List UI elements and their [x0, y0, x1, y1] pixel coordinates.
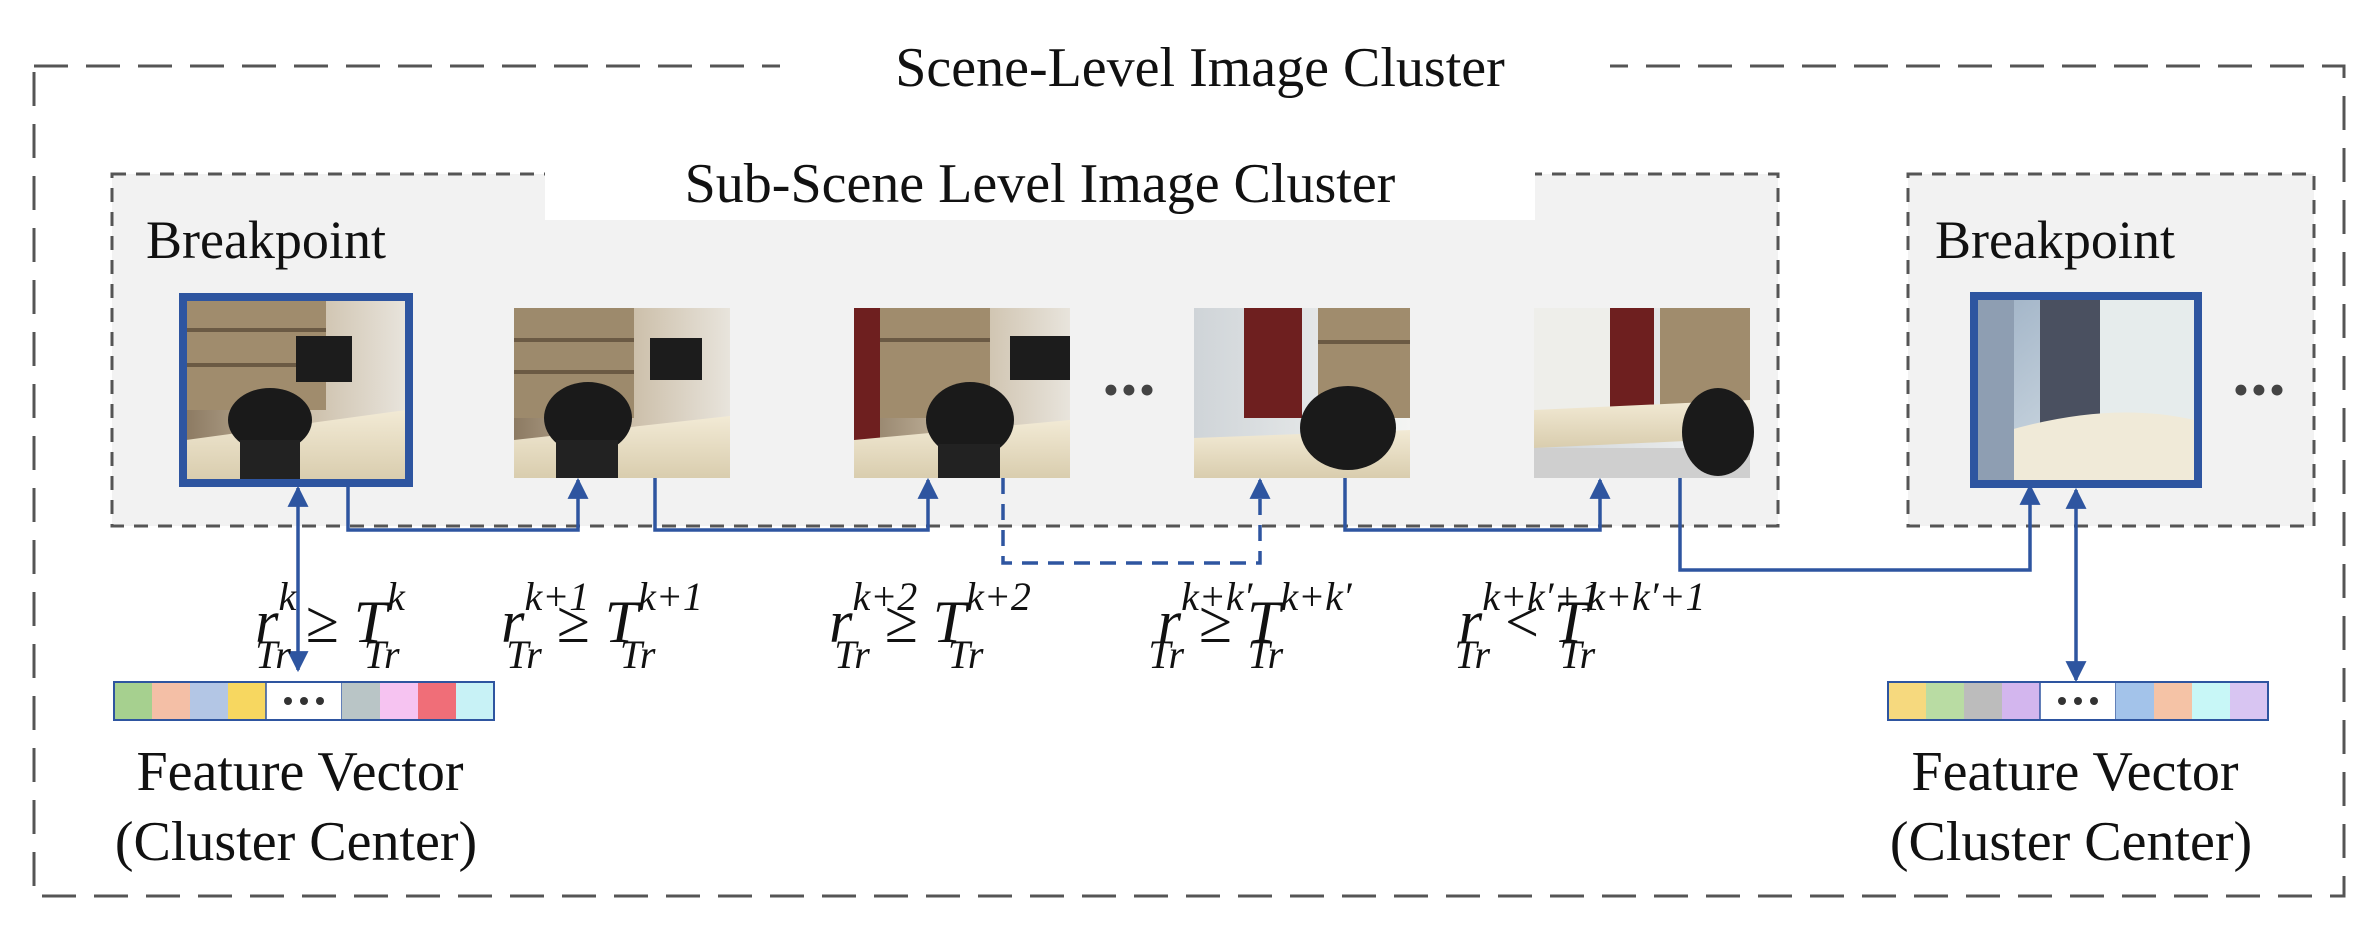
sub-scene-title-bg	[545, 144, 1535, 220]
frame-image-5	[1534, 308, 1754, 478]
vector-cell	[342, 682, 380, 720]
condition-4: rk+k′Tr ≥ Tk+k′Tr	[1148, 574, 1352, 677]
frame-image-6	[1978, 300, 2194, 480]
vector-cell	[190, 682, 228, 720]
frame-1-highlight	[179, 293, 413, 487]
connector-4	[1343, 477, 1611, 532]
feature-vector-left	[113, 681, 495, 721]
scene-level-title: Scene-Level Image Cluster	[895, 37, 1505, 99]
breakpoint-label-left: Breakpoint	[146, 210, 386, 270]
vector-cell	[1888, 682, 1926, 720]
connector-1	[346, 477, 589, 532]
breakpoint-label-right: Breakpoint	[1935, 210, 2175, 270]
frame-6-highlight	[1970, 292, 2202, 488]
connector-3	[1001, 477, 1271, 565]
vector-cell	[1926, 682, 1964, 720]
vector-outline	[1887, 681, 2269, 721]
vector-cell	[456, 682, 494, 720]
vector-cell	[228, 682, 266, 720]
vector-cell	[2192, 682, 2230, 720]
vector-cell	[418, 682, 456, 720]
vector-cell	[114, 682, 152, 720]
frame-image-2	[514, 308, 730, 478]
connector-group	[287, 477, 2087, 683]
vector-outline	[113, 681, 495, 721]
frame-ellipsis-middle: •••	[1103, 364, 1157, 415]
feature-vector-left-line2: (Cluster Center)	[115, 811, 477, 873]
connector-5	[1678, 478, 2041, 572]
feature-vector-right-line1: Feature Vector	[1911, 741, 2238, 803]
feature-vector-right-line2: (Cluster Center)	[1890, 811, 2252, 873]
vector-cell	[1964, 682, 2002, 720]
vector-cell	[2116, 682, 2154, 720]
vector-cell	[2002, 682, 2040, 720]
vector-cell	[2154, 682, 2192, 720]
vector-cell	[152, 682, 190, 720]
sub-scene-title: Sub-Scene Level Image Cluster	[685, 153, 1396, 215]
frame-image-4	[1194, 308, 1410, 478]
vector-cell	[2230, 682, 2268, 720]
frame-image-3	[854, 308, 1070, 478]
connector-2	[653, 477, 939, 532]
feature-vector-right	[1887, 681, 2269, 721]
vector-cell	[380, 682, 418, 720]
scene-level-title-bg	[780, 28, 1610, 104]
feature-vector-left-line1: Feature Vector	[136, 741, 463, 803]
frame-image-1	[186, 300, 406, 480]
frame-ellipsis-right: •••	[2233, 364, 2287, 415]
